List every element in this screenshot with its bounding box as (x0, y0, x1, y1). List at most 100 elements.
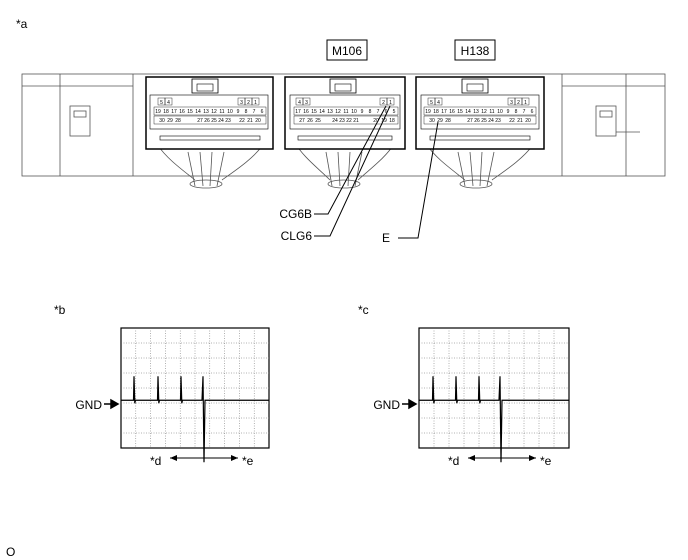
svg-text:1: 1 (254, 100, 257, 106)
svg-text:3: 3 (305, 100, 308, 106)
svg-text:2: 2 (247, 100, 250, 106)
gnd-arrow-c (402, 398, 418, 410)
svg-text:9: 9 (237, 109, 240, 115)
svg-text:27: 27 (197, 118, 203, 124)
svg-text:22: 22 (509, 118, 515, 124)
label-a: *a (16, 17, 28, 31)
svg-text:15: 15 (457, 109, 463, 115)
pin-row-mid-top-b: 2 1 (379, 97, 395, 106)
pin-row-left-top-b: 3 2 1 (237, 97, 260, 106)
signal-trace (419, 376, 569, 463)
svg-text:20: 20 (525, 118, 531, 124)
svg-text:8: 8 (515, 109, 518, 115)
pin-row-right-bottom: 30 29 28 27 26 25 24 23 22 21 20 (423, 115, 537, 125)
scope-panel-b (120, 327, 270, 463)
svg-text:7: 7 (377, 109, 380, 115)
leader-clg6 (314, 105, 391, 237)
svg-text:10: 10 (497, 109, 503, 115)
terminal-label-clg6: CLG6 (281, 229, 313, 243)
svg-text:17: 17 (171, 109, 177, 115)
signal-trace (121, 376, 269, 463)
svg-text:12: 12 (211, 109, 217, 115)
svg-text:21: 21 (517, 118, 523, 124)
svg-text:23: 23 (495, 118, 501, 124)
svg-text:23: 23 (225, 118, 231, 124)
svg-text:25: 25 (481, 118, 487, 124)
svg-text:3: 3 (240, 100, 243, 106)
pin-row-left-top-a: 5 4 (157, 97, 173, 106)
svg-text:9: 9 (507, 109, 510, 115)
svg-text:19: 19 (381, 118, 387, 124)
svg-text:12: 12 (481, 109, 487, 115)
svg-text:2: 2 (517, 100, 520, 106)
svg-text:30: 30 (159, 118, 165, 124)
svg-text:7: 7 (253, 109, 256, 115)
svg-text:24: 24 (218, 118, 224, 124)
svg-text:25: 25 (315, 118, 321, 124)
svg-text:14: 14 (465, 109, 471, 115)
svg-text:1: 1 (524, 100, 527, 106)
leader-cg6b (314, 105, 387, 215)
svg-text:5: 5 (393, 109, 396, 115)
svg-text:12: 12 (335, 109, 341, 115)
svg-text:28: 28 (175, 118, 181, 124)
pin-row-right-top-b: 3 2 1 (507, 97, 530, 106)
pin-row-mid-top-a: 4 3 (295, 97, 311, 106)
svg-text:1: 1 (389, 100, 392, 106)
svg-text:19: 19 (155, 109, 161, 115)
svg-text:4: 4 (298, 100, 301, 106)
label-b: *b (54, 303, 66, 317)
label-d-b: *d (150, 454, 161, 468)
svg-text:4: 4 (437, 100, 440, 106)
svg-text:11: 11 (219, 109, 224, 115)
svg-text:11: 11 (343, 109, 348, 115)
label-e-b: *e (242, 454, 254, 468)
svg-text:18: 18 (389, 118, 395, 124)
svg-text:13: 13 (473, 109, 479, 115)
ecu-housing (21, 73, 666, 177)
svg-text:2: 2 (382, 100, 385, 106)
svg-text:30: 30 (429, 118, 435, 124)
pin-row-mid-bottom: 27 26 25 24 23 22 21 20 19 18 (293, 115, 399, 125)
connector-label-m106: M106 (326, 39, 368, 61)
svg-text:18: 18 (163, 109, 169, 115)
svg-text:H138: H138 (461, 44, 490, 58)
connector-h138 (415, 76, 545, 150)
svg-text:29: 29 (437, 118, 443, 124)
svg-text:28: 28 (445, 118, 451, 124)
svg-text:14: 14 (319, 109, 325, 115)
svg-text:17: 17 (441, 109, 447, 115)
svg-text:21: 21 (353, 118, 359, 124)
label-c: *c (358, 303, 369, 317)
gnd-arrow-b (104, 398, 120, 410)
svg-text:6: 6 (531, 109, 534, 115)
svg-text:16: 16 (179, 109, 185, 115)
pin-row-left-mid: 19 18 17 16 15 14 13 12 11 10 9 8 7 6 (153, 106, 267, 116)
scope-panel-c (418, 327, 570, 463)
svg-text:26: 26 (204, 118, 210, 124)
footer-mark: O (6, 545, 15, 559)
svg-text:18: 18 (433, 109, 439, 115)
svg-text:5: 5 (160, 100, 163, 106)
svg-text:26: 26 (307, 118, 313, 124)
svg-text:8: 8 (245, 109, 248, 115)
pin-row-mid-mid: 17 16 15 14 13 12 11 10 9 8 7 6 5 (293, 106, 399, 116)
svg-text:25: 25 (211, 118, 217, 124)
svg-text:22: 22 (239, 118, 245, 124)
svg-text:20: 20 (255, 118, 261, 124)
svg-text:7: 7 (523, 109, 526, 115)
pin-row-left-bottom: 30 29 28 27 26 25 24 23 22 21 20 (153, 115, 267, 125)
connector-left (145, 76, 274, 150)
svg-text:6: 6 (261, 109, 264, 115)
terminal-label-e: E (382, 231, 390, 245)
svg-text:27: 27 (299, 118, 305, 124)
svg-text:24: 24 (488, 118, 494, 124)
svg-text:27: 27 (467, 118, 473, 124)
svg-text:19: 19 (425, 109, 431, 115)
svg-text:22: 22 (346, 118, 352, 124)
svg-text:11: 11 (489, 109, 494, 115)
svg-text:20: 20 (373, 118, 379, 124)
svg-text:16: 16 (303, 109, 309, 115)
connector-label-h138: H138 (454, 39, 496, 61)
